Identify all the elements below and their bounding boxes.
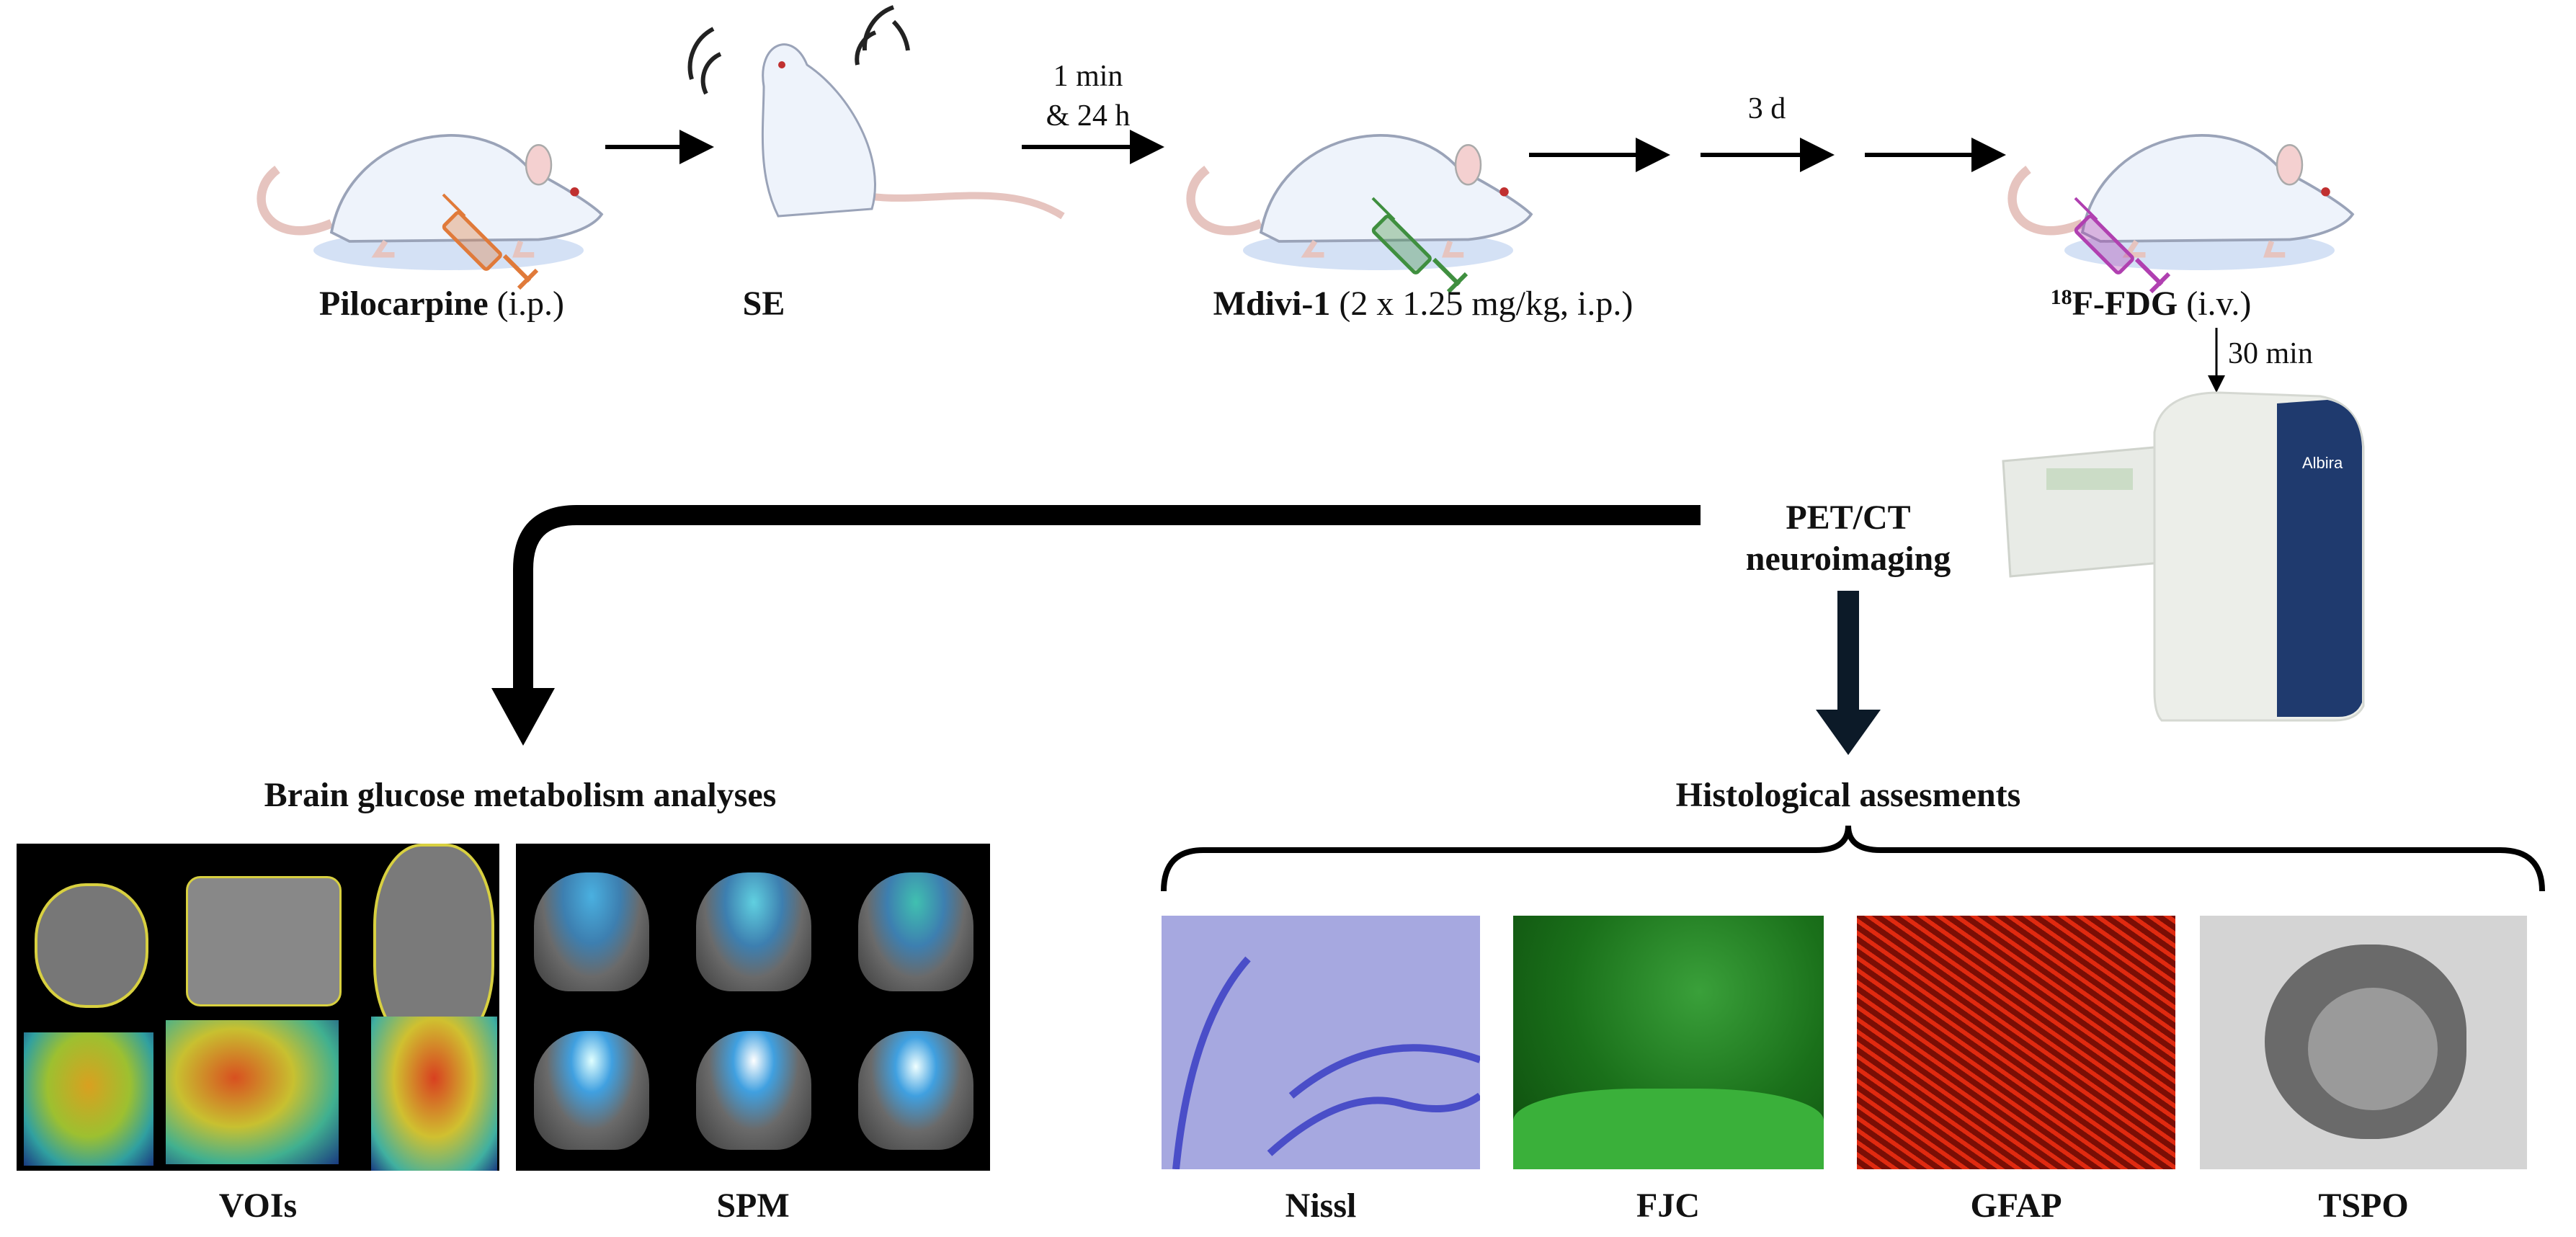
route: (i.p.) <box>496 285 564 323</box>
fjc-label: FJC <box>1636 1187 1700 1225</box>
spm-image <box>516 844 990 1171</box>
pet-ct-label-line1: PET/CT <box>1786 499 1911 537</box>
rat-4-illustration <box>2013 135 2353 270</box>
interval-1min: 1 min <box>1053 60 1123 93</box>
rat-3-illustration <box>1191 135 1531 270</box>
isotope: 18 <box>2050 285 2072 309</box>
vois-image <box>17 844 499 1171</box>
histology-brace <box>1161 825 2545 892</box>
tspo-label: TSPO <box>2318 1187 2409 1225</box>
scanner-logo: Albira <box>2302 454 2343 472</box>
pet-ct-scanner-illustration: Albira <box>2002 391 2365 722</box>
mdivi-label: Mdivi-1 (2 x 1.25 mg/kg, i.p.) <box>1213 287 1634 321</box>
fjc-image <box>1513 916 1824 1169</box>
gfap-label: GFAP <box>1970 1187 2062 1225</box>
arrow-to-brain-analysis <box>513 505 1701 692</box>
drug-name: Mdivi-1 <box>1213 285 1331 323</box>
drug-name: Pilocarpine <box>319 285 489 323</box>
fdg-label: 18F-FDG (i.v.) <box>2051 287 2252 321</box>
interval-30min: 30 min <box>2228 337 2313 370</box>
interval-24h: & 24 h <box>1046 99 1131 133</box>
route: (i.v.) <box>2186 285 2252 323</box>
timeline-arrows <box>605 130 2225 393</box>
vois-label: VOIs <box>218 1187 298 1225</box>
dose: (2 x 1.25 mg/kg, i.p.) <box>1339 285 1634 323</box>
histology-title: Histological assesments <box>1675 776 2021 814</box>
pet-ct-label-line2: neuroimaging <box>1745 540 1951 578</box>
rat-1-illustration <box>262 135 602 270</box>
tspo-image <box>2200 916 2527 1169</box>
pilocarpine-label: Pilocarpine (i.p.) <box>319 287 564 321</box>
spm-label: SPM <box>716 1187 790 1225</box>
nissl-image <box>1162 916 1480 1169</box>
rat-standing-illustration <box>687 5 1065 220</box>
se-label: SE <box>742 285 785 323</box>
tracer-name: F-FDG <box>2072 285 2178 323</box>
nissl-label: Nissl <box>1285 1187 1357 1225</box>
interval-3d: 3 d <box>1747 92 1786 125</box>
gfap-image <box>1857 916 2175 1169</box>
arrow-to-histology <box>1837 591 1859 713</box>
brain-analysis-title: Brain glucose metabolism analyses <box>264 776 777 814</box>
